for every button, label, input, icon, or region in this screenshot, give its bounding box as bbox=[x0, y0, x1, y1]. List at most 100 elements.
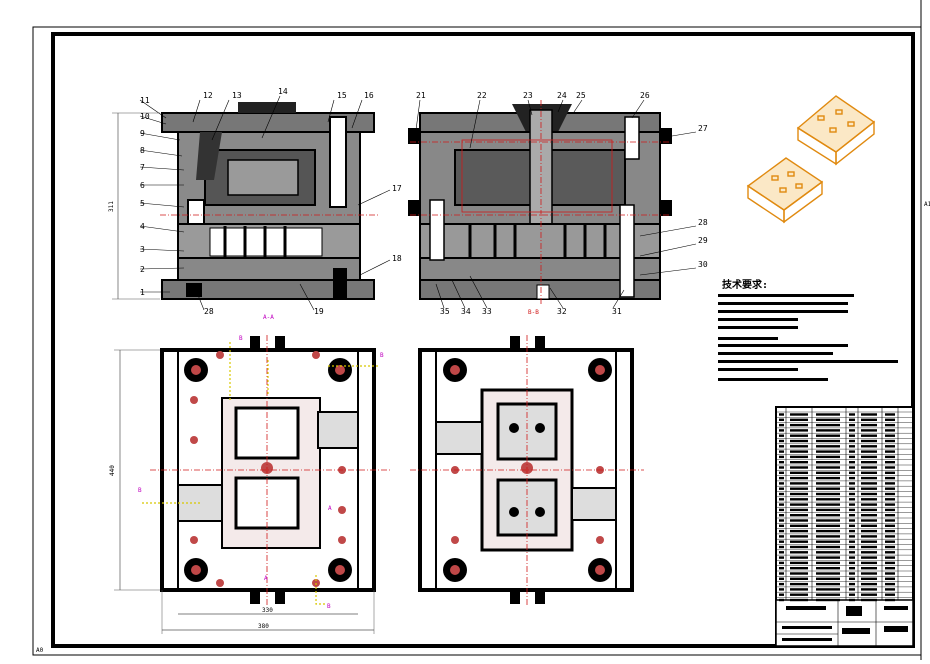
callout-28b: 28 bbox=[698, 218, 708, 227]
bom-cell-text bbox=[790, 540, 808, 543]
view-label-a2: A bbox=[264, 575, 268, 582]
bom-cell-text bbox=[885, 561, 895, 565]
bom-cell-text bbox=[861, 503, 877, 506]
bom-cell-text bbox=[790, 503, 808, 506]
product-cavity bbox=[227, 159, 299, 196]
bom-cell-text bbox=[885, 476, 895, 480]
bom-cell-text bbox=[816, 598, 840, 602]
bom-cell-text bbox=[816, 503, 840, 506]
bom-cell-text bbox=[790, 482, 808, 485]
bom-cell-text bbox=[885, 535, 895, 538]
section-view-a: 311 bbox=[108, 95, 391, 311]
bom-cell-text bbox=[816, 572, 840, 575]
plan-view-fixed bbox=[410, 335, 644, 605]
bom-cell-text bbox=[779, 434, 784, 437]
bom-cell-text bbox=[779, 450, 784, 453]
bom-cell-text bbox=[885, 487, 895, 490]
bom-cell-text bbox=[790, 434, 808, 437]
bom-cell-text bbox=[861, 593, 877, 596]
callouts-section-a: 11 10 9 8 7 6 5 4 3 2 1 12 13 14 15 16 1… bbox=[140, 87, 402, 316]
bom-cell-text bbox=[816, 439, 840, 443]
bom-cell-text bbox=[816, 593, 840, 596]
bom-cell-text bbox=[885, 556, 895, 559]
bom-cell-text bbox=[885, 439, 895, 443]
bom-cell-text bbox=[861, 413, 877, 416]
callout-14: 14 bbox=[278, 87, 288, 96]
bom-cell-text bbox=[885, 567, 895, 570]
bom-cell-text bbox=[885, 582, 895, 586]
bom-cell-text bbox=[790, 545, 808, 549]
bom-cell-text bbox=[861, 445, 877, 448]
bom-cell-text bbox=[816, 519, 840, 522]
bom-cell-text bbox=[790, 593, 808, 596]
bom-cell-text bbox=[849, 535, 855, 538]
bom-cell-text bbox=[779, 588, 784, 591]
bom-cell-text bbox=[779, 439, 784, 443]
callout-13: 13 bbox=[232, 91, 242, 100]
bom-cell-text bbox=[779, 577, 784, 580]
bom-cell-text bbox=[816, 418, 840, 421]
bom-cell-text bbox=[861, 529, 877, 533]
bom-cell-text bbox=[779, 498, 784, 501]
dim-height-a: 311 bbox=[108, 201, 115, 212]
dim-width-inner: 330 bbox=[262, 607, 273, 614]
callout-5: 5 bbox=[140, 199, 145, 208]
bom-cell-text bbox=[885, 413, 895, 416]
section-view-b bbox=[408, 99, 697, 309]
callout-31: 31 bbox=[612, 307, 622, 316]
bom-cell-text bbox=[885, 551, 895, 554]
guide-pillar-right bbox=[329, 116, 347, 208]
bom-cell-text bbox=[779, 471, 784, 474]
bom-cell-text bbox=[816, 429, 840, 432]
bom-cell-text bbox=[861, 535, 877, 538]
bom-cell-text bbox=[790, 598, 808, 602]
bom-cell-text bbox=[885, 450, 895, 453]
bom-cell-text bbox=[885, 593, 895, 596]
view-label-a1: A bbox=[328, 505, 332, 512]
callout-11: 11 bbox=[140, 96, 150, 105]
bom-cell-text bbox=[790, 466, 808, 469]
bom-cell-text bbox=[790, 498, 808, 501]
bom-cell-text bbox=[816, 540, 840, 543]
bom-cell-text bbox=[790, 588, 808, 591]
bom-cell-text bbox=[885, 508, 895, 512]
bom-cell-text bbox=[816, 508, 840, 512]
bom-cell-text bbox=[849, 492, 855, 496]
view-label-b2: B bbox=[380, 352, 384, 359]
callout-10: 10 bbox=[140, 112, 150, 121]
bom-cell-text bbox=[885, 514, 895, 517]
bom-cell-text bbox=[816, 551, 840, 554]
bom-cell-text bbox=[816, 445, 840, 448]
plan-view-moving: B B B A A B 440 330 380 bbox=[109, 335, 390, 634]
bom-cell-text bbox=[790, 450, 808, 453]
bom-cell-text bbox=[885, 461, 895, 464]
bom-cell-text bbox=[885, 503, 895, 506]
bom-cell-text bbox=[790, 423, 808, 427]
bom-cell-text bbox=[790, 519, 808, 522]
bom-cell-text bbox=[790, 572, 808, 575]
bom-cell-text bbox=[885, 423, 895, 427]
bom-cell-text bbox=[790, 577, 808, 580]
bom-cell-text bbox=[779, 445, 784, 448]
bom-cell-text bbox=[779, 455, 784, 459]
bom-cell-text bbox=[779, 466, 784, 469]
callout-7: 7 bbox=[140, 163, 145, 172]
bom-cell-text bbox=[779, 524, 784, 527]
bom-cell-text bbox=[816, 471, 840, 474]
bom-cell-text bbox=[816, 492, 840, 496]
bom-cell-text bbox=[885, 429, 895, 432]
bom-cell-text bbox=[861, 540, 877, 543]
bom-cell-text bbox=[816, 567, 840, 570]
view-label-b3: B bbox=[138, 487, 142, 494]
bom-cell-text bbox=[849, 471, 855, 474]
bom-cell-text bbox=[849, 450, 855, 453]
bom-cell-text bbox=[861, 476, 877, 480]
bottom-clamp-plate bbox=[161, 279, 375, 300]
bom-cell-text bbox=[849, 598, 855, 602]
bom-cell-text bbox=[779, 551, 784, 554]
bom-cell-text bbox=[861, 498, 877, 501]
bom-cell-text bbox=[816, 487, 840, 490]
bom-cell-text bbox=[885, 519, 895, 522]
bom-cell-text bbox=[861, 524, 877, 527]
